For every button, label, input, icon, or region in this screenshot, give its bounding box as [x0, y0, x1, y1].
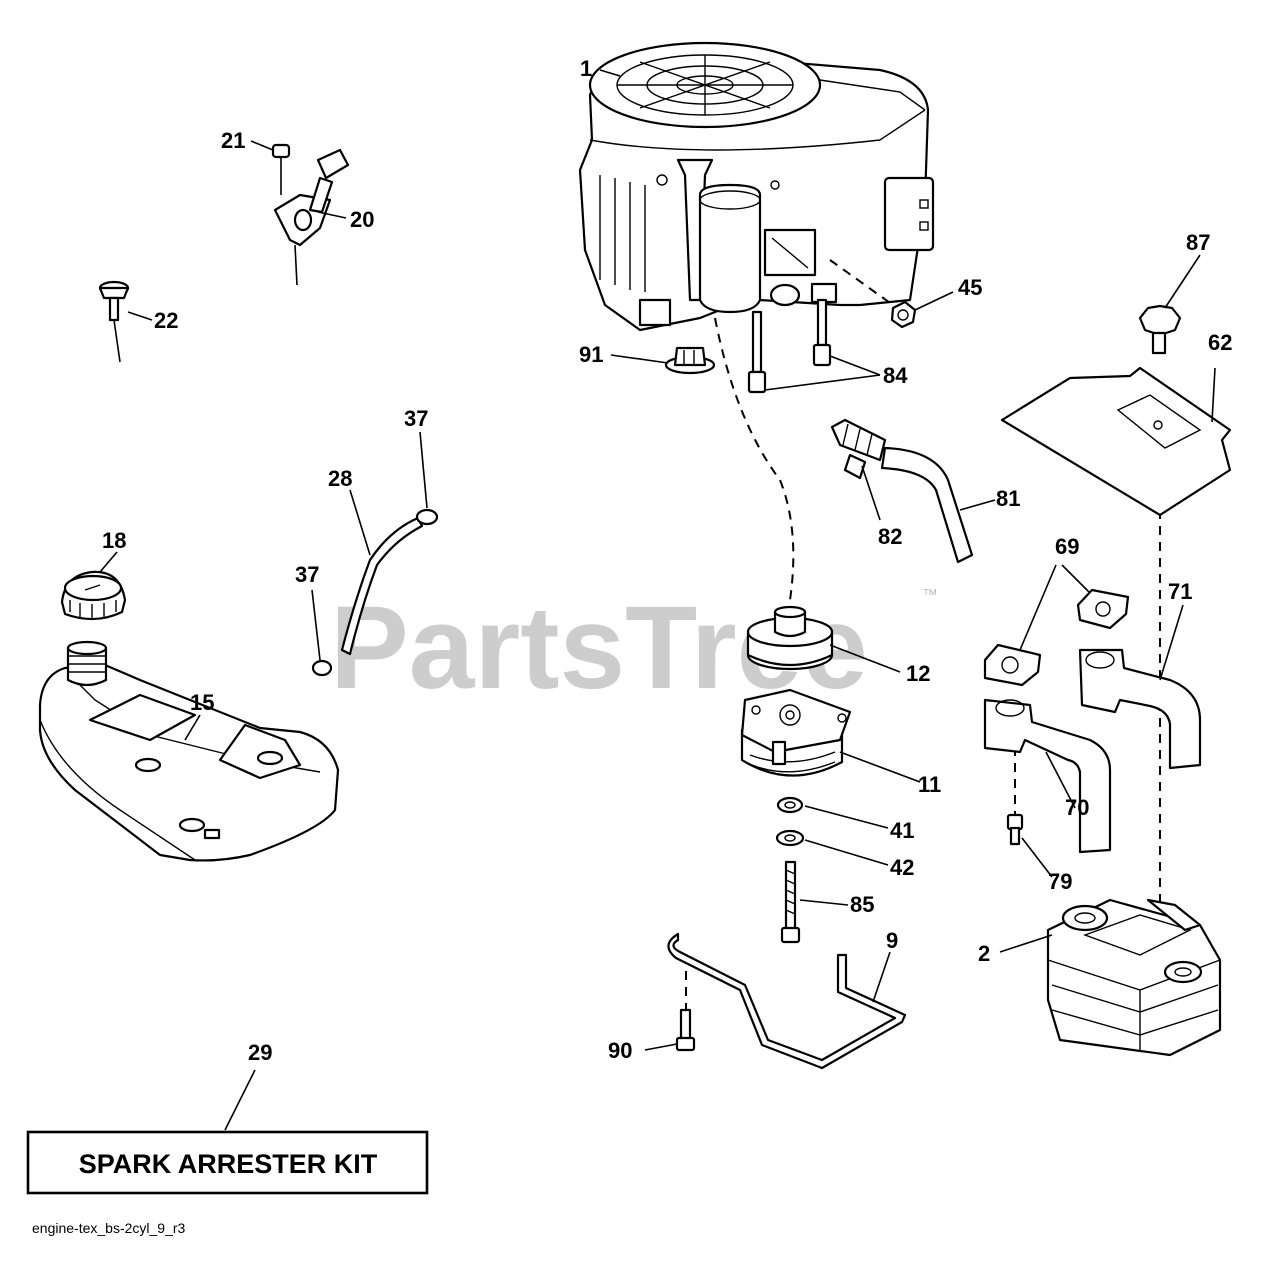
callout-12: 12: [906, 661, 930, 686]
part-45-nut[interactable]: [890, 300, 917, 329]
callout-71: 71: [1168, 579, 1192, 604]
part-22-valve[interactable]: [98, 280, 130, 363]
part-11-clutch[interactable]: [740, 688, 852, 777]
part-87-knob[interactable]: [1138, 304, 1182, 355]
callout-82: 82: [878, 524, 902, 549]
callout-81: 81: [996, 486, 1020, 511]
part-85-bolt[interactable]: [780, 860, 801, 944]
part-15-fuel-tank[interactable]: [38, 640, 340, 862]
callout-21: 21: [221, 128, 245, 153]
part-71-exhaust-pipe[interactable]: [1078, 648, 1202, 770]
callout-85: 85: [850, 892, 874, 917]
watermark-trademark: ™: [922, 587, 938, 604]
part-21-screw[interactable]: [271, 143, 291, 195]
callout-91: 91: [579, 342, 603, 367]
callout-62: 62: [1208, 330, 1232, 355]
callout-42: 42: [890, 855, 914, 880]
diagram-code: engine-tex_bs-2cyl_9_r3: [32, 1220, 186, 1236]
callout-45: 45: [958, 275, 982, 300]
callout-15: 15: [190, 690, 214, 715]
engine-part-1[interactable]: [578, 41, 935, 332]
part-18-fuel-cap[interactable]: [60, 570, 127, 621]
part-37-clamp-upper[interactable]: [415, 508, 439, 526]
callout-18: 18: [102, 528, 126, 553]
part-12-pulley[interactable]: [746, 605, 834, 671]
spark-arrester-kit-box[interactable]: SPARK ARRESTER KIT: [26, 1130, 429, 1195]
callout-41: 41: [890, 818, 914, 843]
callout-22: 22: [154, 308, 178, 333]
part-41-washer[interactable]: [776, 796, 804, 814]
spark-arrester-kit-label: SPARK ARRESTER KIT: [79, 1149, 378, 1179]
part-79-bolt[interactable]: [1006, 813, 1024, 846]
part-81-hose[interactable]: [880, 446, 974, 564]
callout-labels: 1 21 20 22 91 84 45 87 62 37 28 37 82 81…: [102, 56, 1232, 1065]
assembly-line-crankshaft: [714, 317, 795, 601]
callout-28: 28: [328, 466, 352, 491]
callout-11: 11: [918, 772, 941, 797]
callout-79: 79: [1048, 869, 1072, 894]
part-70-exhaust-pipe[interactable]: [983, 698, 1112, 854]
part-69-gaskets[interactable]: [983, 588, 1130, 687]
callout-87: 87: [1186, 230, 1210, 255]
part-9-rod[interactable]: [667, 932, 907, 1070]
part-82-fuel-connector[interactable]: [830, 418, 887, 480]
part-84-bolts[interactable]: [747, 298, 832, 394]
part-62-heat-shield[interactable]: [1000, 366, 1232, 517]
callout-1: 1: [580, 56, 592, 81]
callout-70: 70: [1065, 795, 1089, 820]
part-91-sleeve[interactable]: [664, 346, 716, 375]
callout-37a: 37: [404, 406, 428, 431]
part-90-bolt[interactable]: [675, 1008, 696, 1052]
callout-90: 90: [608, 1038, 632, 1063]
callout-84: 84: [883, 363, 908, 388]
part-2-muffler[interactable]: [1046, 898, 1222, 1057]
callout-37b: 37: [295, 562, 319, 587]
callout-29: 29: [248, 1040, 272, 1065]
callout-20: 20: [350, 207, 374, 232]
assembly-line-gasket: [829, 259, 901, 311]
part-20-fuel-valve[interactable]: [273, 148, 350, 286]
callout-9: 9: [886, 928, 898, 953]
callout-69: 69: [1055, 534, 1079, 559]
part-37-clamp-lower[interactable]: [311, 659, 333, 677]
leader-lines: [99, 69, 1216, 1131]
part-28-fuel-line[interactable]: [340, 516, 424, 656]
callout-2: 2: [978, 941, 990, 966]
part-42-washer[interactable]: [775, 829, 805, 847]
